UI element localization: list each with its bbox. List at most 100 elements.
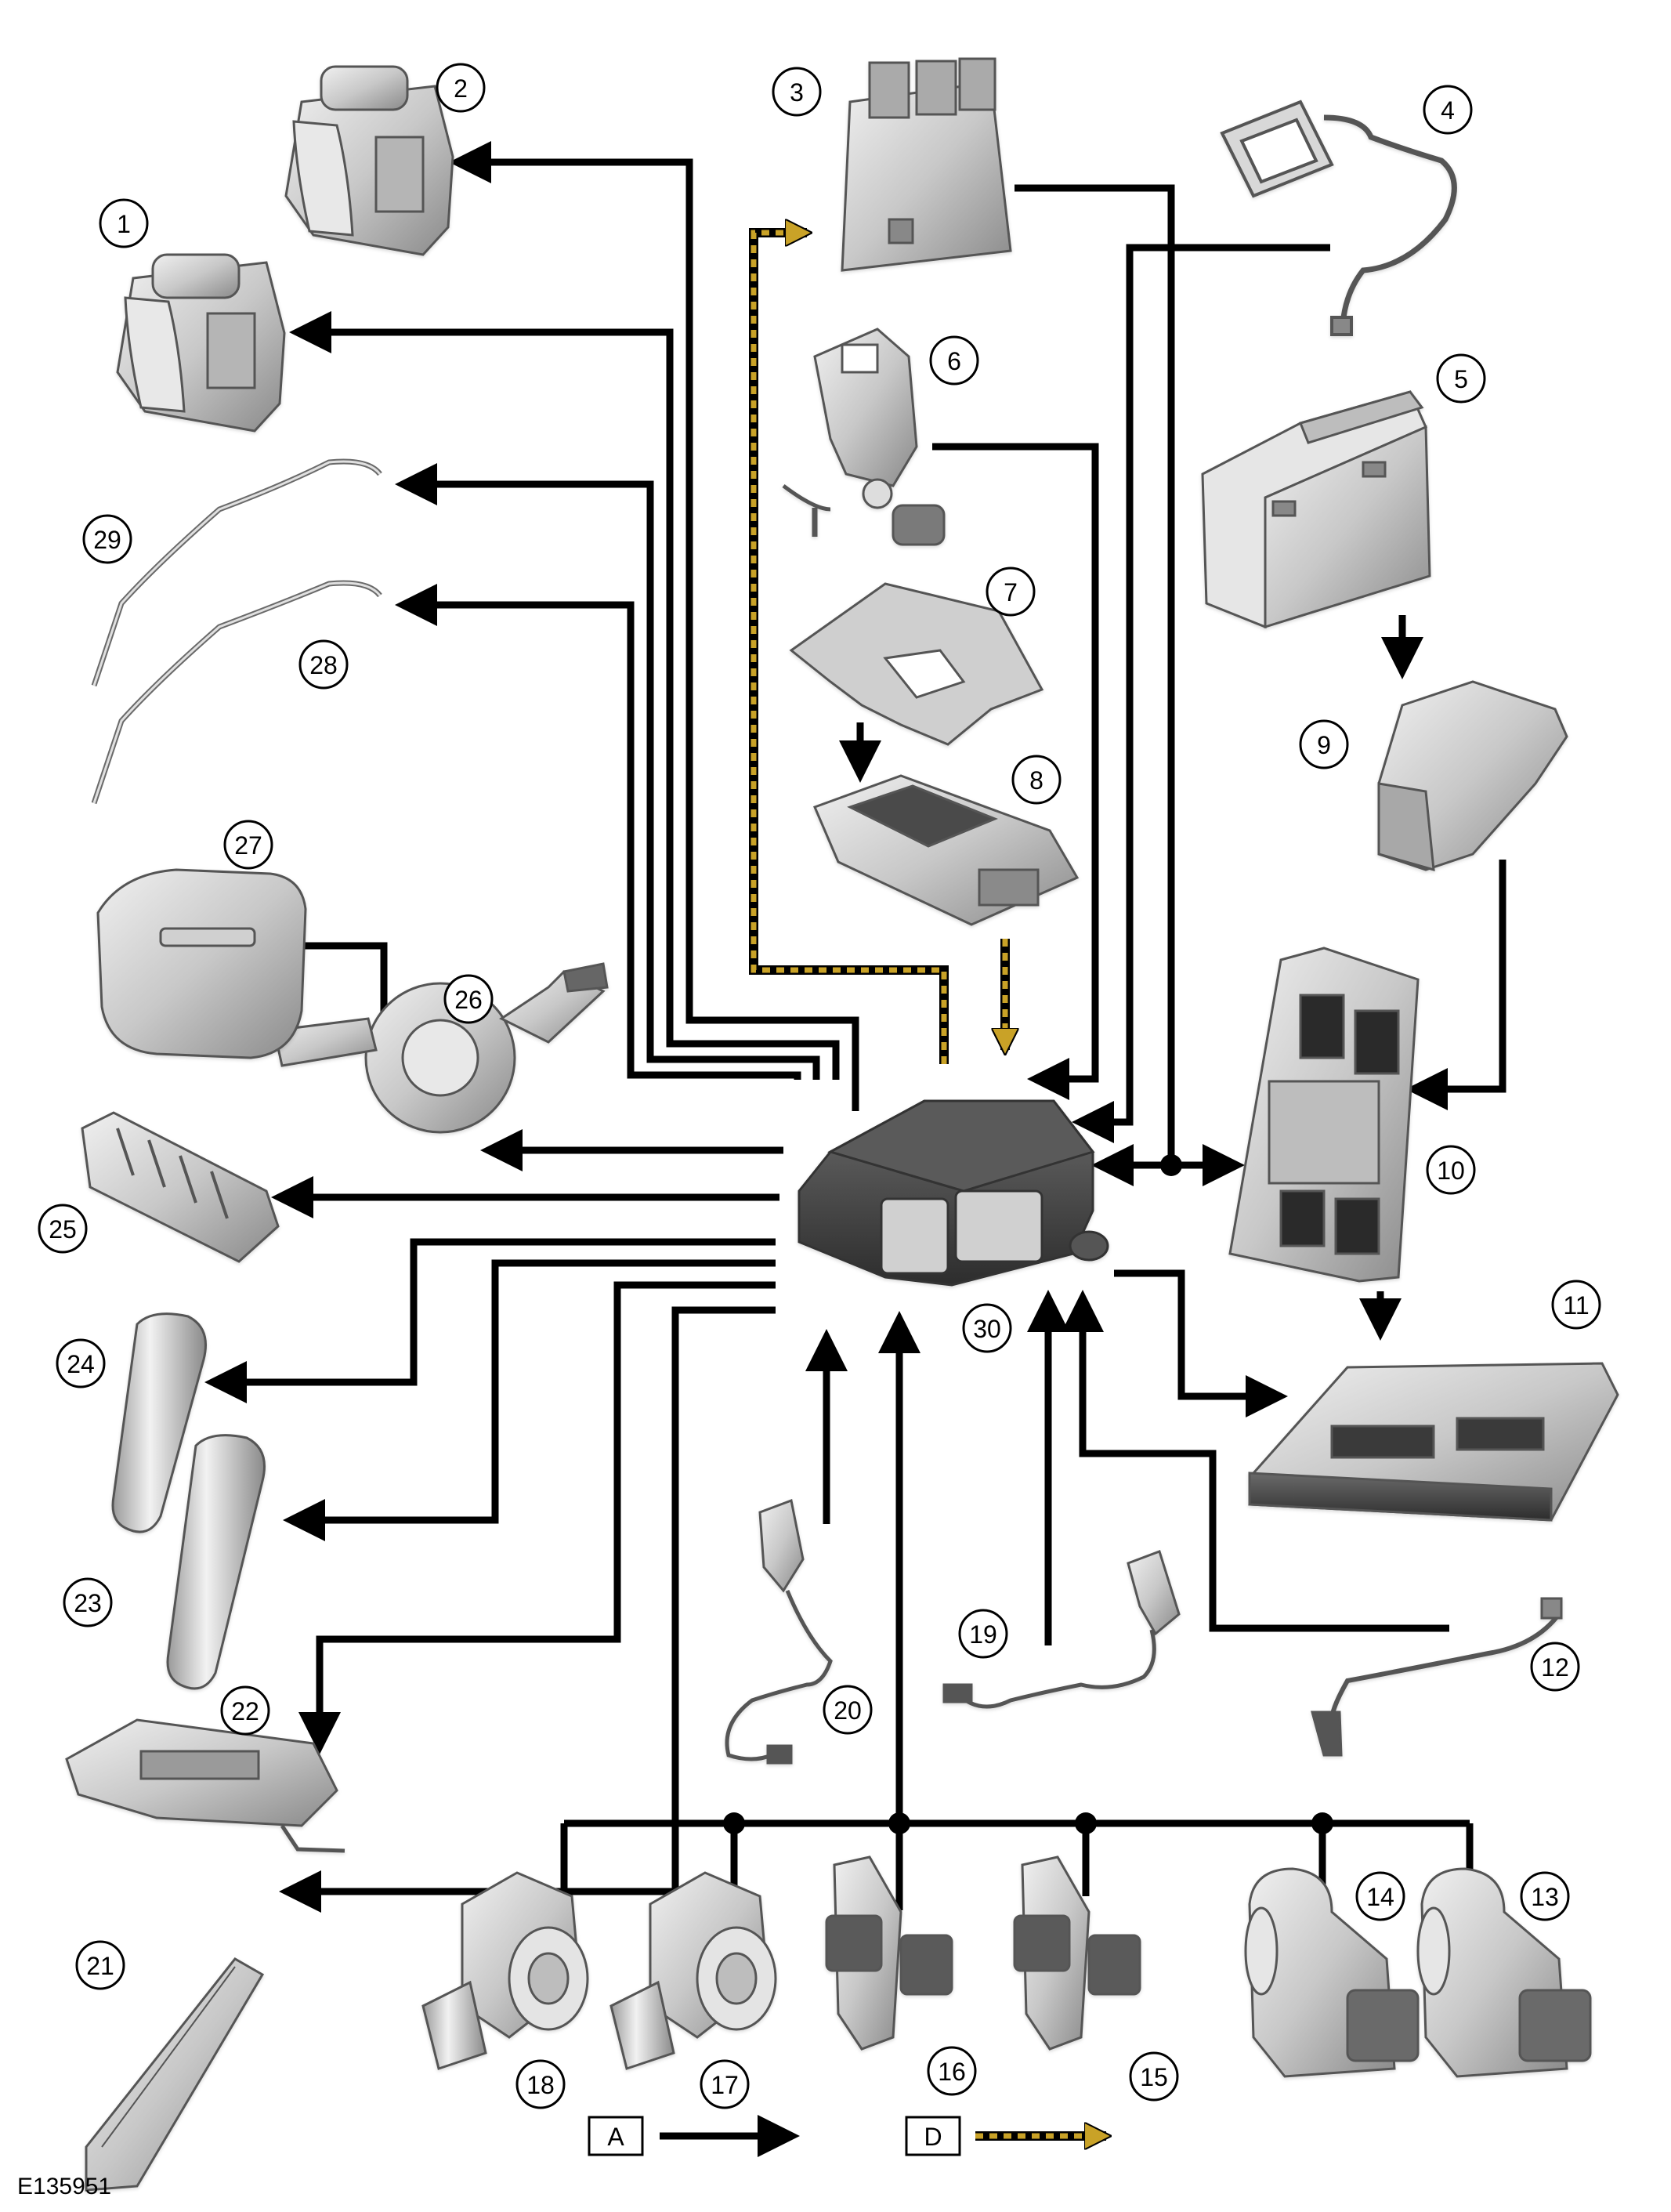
callout-10: 10 (1426, 1145, 1476, 1195)
callout-5-label: 5 (1454, 365, 1468, 393)
legend-key-a: A (588, 2115, 800, 2157)
component-14-impact-sensor-icon (1244, 1867, 1420, 2078)
callout-28-label: 28 (309, 651, 338, 679)
callout-11: 11 (1551, 1280, 1601, 1330)
line-from-3 (1015, 184, 1175, 1165)
legend-key-d: D (905, 2116, 1106, 2156)
callout-7: 7 (986, 567, 1036, 617)
callout-20-label: 20 (834, 1696, 862, 1725)
line-30-to-11 (1114, 1269, 1288, 1417)
line-to-29 (395, 463, 820, 1080)
callout-27: 27 (223, 820, 273, 870)
callout-14: 14 (1355, 1871, 1405, 1921)
callout-25-label: 25 (49, 1215, 77, 1244)
component-3-control-module-icon (841, 57, 1012, 272)
callout-18-label: 18 (526, 2071, 555, 2099)
line-from-12 (1062, 1290, 1449, 1632)
callout-6-label: 6 (947, 347, 961, 375)
component-12-harness-connector-icon (1311, 1597, 1563, 1757)
line-26-to-27 (261, 925, 388, 1020)
component-2-occupant-sensor-icon (284, 65, 454, 256)
component-23-side-airbag-icon (166, 1434, 266, 1690)
component-19-seat-belt-buckle-icon (942, 1550, 1181, 1709)
callout-2: 2 (436, 63, 486, 113)
line-to-23 (283, 1259, 776, 1541)
component-1-occupant-sensor-icon (116, 253, 286, 433)
component-29-curtain-airbag-icon (91, 458, 382, 687)
callout-21: 21 (75, 1940, 125, 1990)
data-lines (749, 233, 1005, 1064)
component-15-crash-sensor-icon (1013, 1855, 1141, 2051)
component-27-driver-airbag-icon (96, 868, 307, 1059)
callout-15: 15 (1129, 2051, 1179, 2102)
line-from-4 (1072, 244, 1330, 1143)
component-4-wiring-harness-icon (1220, 100, 1457, 336)
callout-8-label: 8 (1029, 766, 1043, 795)
callout-29-label: 29 (93, 526, 121, 554)
component-11-overhead-console-icon (1248, 1362, 1619, 1522)
callout-22: 22 (220, 1685, 270, 1736)
component-9-fuse-box-cover-icon (1377, 680, 1568, 872)
callout-16-label: 16 (938, 2058, 966, 2086)
callout-25: 25 (38, 1204, 88, 1254)
component-5-battery-icon (1201, 390, 1431, 629)
callout-13: 13 (1520, 1871, 1570, 1921)
line-to-1 (289, 311, 840, 1080)
component-8-sensor-module-icon (812, 774, 1080, 926)
callout-30-label: 30 (973, 1315, 1001, 1343)
callout-20: 20 (823, 1685, 873, 1735)
callout-17: 17 (700, 2059, 750, 2109)
component-13-impact-sensor-icon (1416, 1867, 1592, 2078)
line-to-2 (449, 141, 859, 1111)
callout-9: 9 (1299, 719, 1349, 769)
figure-id: E135951 (17, 2174, 111, 2199)
callout-4: 4 (1423, 85, 1473, 135)
component-20-seat-belt-buckle-icon (725, 1498, 833, 1765)
line-to-22 (298, 1281, 776, 1754)
component-26-clockspring-icon (273, 962, 609, 1134)
connection-lines (204, 141, 1506, 1929)
callout-26-label: 26 (454, 986, 483, 1014)
callout-14-label: 14 (1366, 1883, 1394, 1911)
component-7-mounting-plate-icon (789, 582, 1044, 746)
callout-2-label: 2 (454, 74, 468, 103)
line-to-28 (395, 584, 801, 1080)
callout-3-label: 3 (790, 78, 804, 107)
callout-19: 19 (958, 1609, 1008, 1659)
callout-22-label: 22 (231, 1697, 259, 1725)
line-from-6 (932, 443, 1099, 1100)
callout-23: 23 (63, 1577, 113, 1627)
callout-10-label: 10 (1437, 1157, 1465, 1185)
callout-26: 26 (443, 974, 494, 1024)
line-to-24 (204, 1238, 776, 1403)
callout-16: 16 (927, 2046, 977, 2096)
data-line-30-to-3 (751, 233, 947, 1064)
component-10-fuse-box-icon (1228, 947, 1420, 1283)
callout-8: 8 (1011, 755, 1062, 805)
callout-15-label: 15 (1140, 2063, 1168, 2091)
callout-27-label: 27 (234, 831, 262, 860)
callout-6: 6 (929, 335, 979, 386)
callout-1: 1 (99, 198, 149, 248)
component-30-restraints-control-module-icon (798, 1099, 1109, 1287)
callouts: 1 2 3 4 5 6 7 8 9 10 11 12 13 14 15 16 1… (38, 63, 1601, 2109)
component-21-knee-airbag-icon (85, 1957, 265, 2192)
callout-21-label: 21 (86, 1952, 114, 1980)
component-28-curtain-airbag-icon (91, 580, 382, 805)
callout-7-label: 7 (1004, 578, 1018, 606)
junction-dots (723, 1154, 1333, 1834)
callout-24-label: 24 (67, 1350, 95, 1378)
callout-23-label: 23 (74, 1589, 102, 1617)
callout-11-label: 11 (1563, 1291, 1589, 1320)
callout-30: 30 (962, 1303, 1012, 1353)
callout-9-label: 9 (1317, 731, 1331, 759)
callout-18: 18 (515, 2059, 566, 2109)
component-25-knee-airbag-icon (81, 1111, 280, 1263)
callout-1-label: 1 (117, 210, 131, 238)
component-6-bracket-connector-icon (782, 328, 946, 546)
component-24-side-airbag-icon (111, 1312, 207, 1533)
callout-19-label: 19 (969, 1620, 997, 1649)
legend-d-label: D (924, 2123, 942, 2151)
callout-13-label: 13 (1531, 1883, 1559, 1911)
